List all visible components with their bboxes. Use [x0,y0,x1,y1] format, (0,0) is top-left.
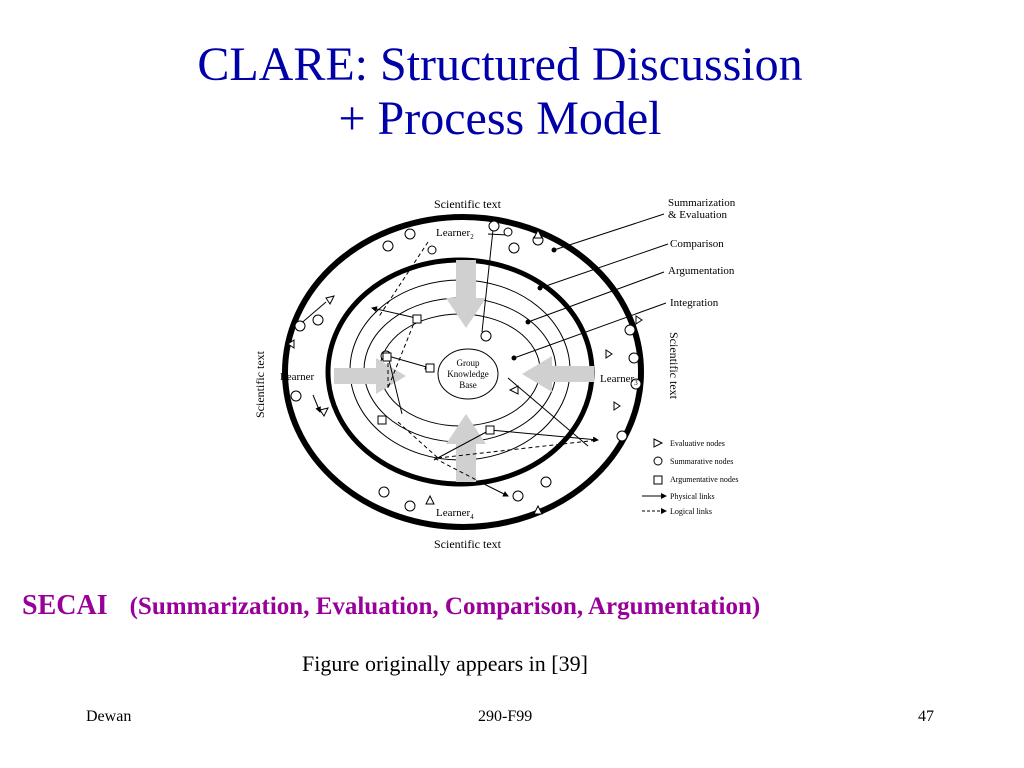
secai-expansion: (Summarization, Evaluation, Comparison, … [129,593,761,620]
callout-evaluation: & Evaluation [668,209,727,221]
arrow-from-bottom [446,414,486,482]
arrow-from-left [334,358,406,394]
secai-acronym: SECAI [22,590,108,621]
legend-summarative: Summarative nodes [670,457,733,466]
legend-evaluative: Evaluative nodes [670,439,725,448]
secai-line: SECAI (Summarization, Evaluation, Compar… [22,590,1022,622]
clare-process-diagram: Scientific text Scientific text Scientif… [253,197,739,551]
diagram-nodes [287,220,643,515]
scientific-text-label-bottom: Scientific text [434,537,502,551]
callout-integration: Integration [670,297,719,309]
knowledge-base-line-1: Group [457,358,480,368]
legend-logical: Logical links [670,507,712,516]
arrow-from-top [446,260,486,328]
legend-argumentative: Argumentative nodes [670,475,739,484]
legend-physical: Physical links [670,492,715,501]
knowledge-base-line-3: Base [459,380,477,390]
slide-title: CLARE: Structured Discussion + Process M… [0,38,1000,146]
footer-author: Dewan [86,708,132,725]
footer-page-number: 47 [918,708,934,725]
arrow-from-right [522,356,594,392]
scientific-text-label-left: Scientific text [253,350,267,418]
callout-comparison: Comparison [670,238,724,250]
title-line-2: + Process Model [338,92,662,145]
callout-lines [513,213,669,359]
outer-ring [282,214,644,530]
knowledge-base-line-2: Knowledge [447,369,489,379]
callout-dots [511,247,557,361]
learner-top: Learner2 [436,227,474,241]
callout-argumentation: Argumentation [668,265,735,277]
callout-summarization: Summarization [668,197,736,209]
title-line-1: CLARE: Structured Discussion [197,38,803,91]
learner-left: Learner [280,371,315,383]
circle-icon [653,456,663,466]
learner-right: Learner3 [600,373,638,387]
footer-course: 290-F99 [478,708,533,725]
learner-bottom: Learner4 [436,507,474,521]
figure-caption: Figure originally appears in [39] [302,651,588,676]
square-icon [653,475,663,485]
scientific-text-label-top: Scientific text [434,197,502,211]
scientific-text-label-right: Scientific text [667,332,681,400]
legend: Evaluative nodes Summarative nodes Argum… [642,438,739,516]
knowledge-base-ring [437,348,499,400]
triangle-icon [653,438,664,448]
